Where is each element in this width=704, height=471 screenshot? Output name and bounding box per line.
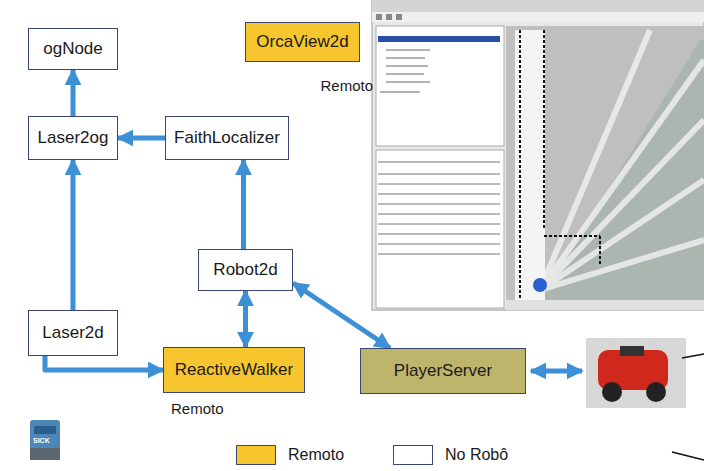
- node-label: OrcaView2d: [256, 32, 348, 52]
- robot-link: [531, 369, 582, 374]
- process-box: Laser2og: [28, 116, 118, 160]
- connector-arrow: [71, 160, 76, 310]
- legend-label: No Robô: [445, 446, 508, 464]
- node-label: Laser2d: [42, 323, 103, 343]
- connector-arrow: [118, 136, 165, 141]
- process-box: Laser2d: [28, 310, 118, 356]
- connector-arrow: [241, 160, 246, 249]
- node-label: ogNode: [43, 39, 103, 59]
- process-box: FaithLocalizer: [165, 116, 289, 160]
- server-box: PlayerServer: [360, 348, 526, 394]
- logo-text: SICK: [33, 437, 50, 444]
- node-label: PlayerServer: [394, 361, 492, 381]
- node-label: Laser2og: [38, 128, 109, 148]
- connector-arrow: [71, 70, 76, 116]
- remote-box: ReactiveWalkerRemoto: [163, 347, 305, 393]
- legend-swatch: [236, 445, 276, 465]
- node-label: FaithLocalizer: [174, 128, 280, 148]
- remote-box: OrcaView2dRemoto: [245, 22, 360, 62]
- node-label: Robot2d: [213, 260, 277, 280]
- process-box: ogNode: [28, 28, 118, 70]
- decor-lines: [672, 354, 704, 460]
- location-note: Remoto: [320, 77, 373, 94]
- connector-arrow: [243, 291, 248, 347]
- location-note: Remoto: [171, 400, 224, 417]
- node-label: ReactiveWalker: [175, 360, 293, 380]
- screenshot: [372, 0, 704, 310]
- legend-swatch: [393, 445, 433, 465]
- laser-icon: [30, 420, 60, 460]
- robot-photo: [586, 338, 686, 408]
- connector-arrow: [45, 356, 163, 370]
- connector-arrow: [293, 283, 390, 348]
- process-box: Robot2d: [198, 249, 293, 291]
- legend-label: Remoto: [288, 446, 344, 464]
